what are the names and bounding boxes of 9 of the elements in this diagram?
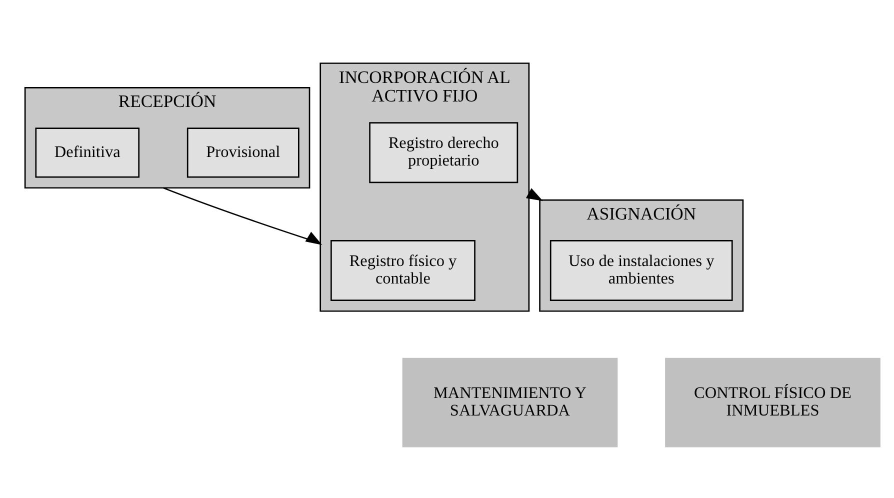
node-box: Uso de instalaciones y ambientes	[550, 240, 733, 300]
node-box: CONTROL FÍSICO DE INMUEBLES	[665, 357, 880, 447]
arrow	[162, 186, 322, 245]
node-box: MANTENIMIENTO Y SALVAGUARDA	[402, 357, 618, 447]
node-box: Provisional	[186, 127, 300, 178]
node-box: Registro derecho propietario	[369, 122, 518, 183]
arrow	[526, 188, 543, 201]
node-box: Definitiva	[35, 127, 140, 178]
node-box: Registro físico y contable	[330, 240, 476, 300]
